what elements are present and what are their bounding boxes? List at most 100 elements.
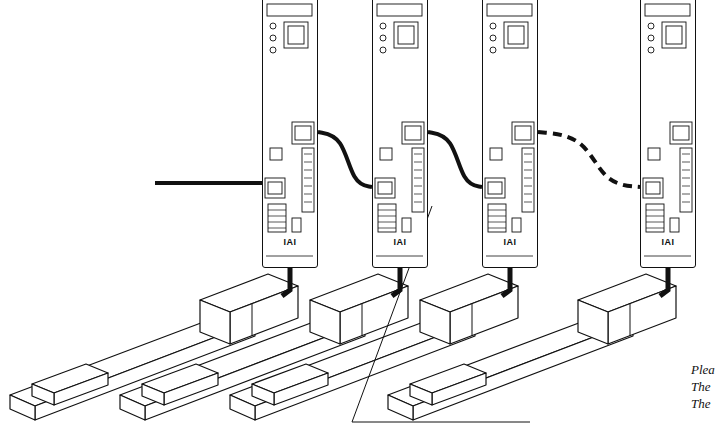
terminal [488, 222, 506, 223]
controller-part [377, 4, 422, 16]
led [648, 23, 654, 29]
led [648, 47, 654, 53]
controller-part [670, 218, 679, 232]
pin [414, 194, 422, 195]
controller-part [666, 26, 682, 44]
actuator-face [164, 373, 218, 405]
controller-part [648, 148, 660, 160]
actuator-face [388, 395, 413, 420]
actuator-face [432, 373, 486, 405]
terminal [378, 228, 396, 229]
led [490, 35, 496, 41]
pin [682, 162, 690, 163]
motor-seam [472, 303, 473, 336]
led [648, 35, 654, 41]
pin [304, 154, 312, 155]
controller-part [394, 22, 418, 48]
controller-part [488, 204, 506, 232]
controller-part [295, 126, 311, 140]
controller-box: IAI [640, 0, 696, 268]
controller-part [270, 148, 282, 160]
controller-box: IAI [372, 0, 428, 268]
controller-part [487, 4, 532, 16]
controller-part [284, 22, 308, 48]
controller-part [643, 178, 663, 198]
brand-label: IAI [391, 238, 408, 247]
led [490, 23, 496, 29]
controller-part [268, 204, 286, 232]
pin [524, 162, 532, 163]
terminal [268, 222, 286, 223]
terminal [268, 210, 286, 211]
actuator-face [420, 300, 450, 344]
pin [524, 194, 532, 195]
terminal [268, 228, 286, 229]
terminal [488, 210, 506, 211]
terminal [378, 216, 396, 217]
controller-part [398, 26, 414, 44]
controller-part [646, 204, 664, 232]
led [490, 47, 496, 53]
controller-part [375, 178, 395, 198]
led [380, 35, 386, 41]
led [270, 47, 276, 53]
controller-part [673, 126, 689, 140]
controller-part [402, 218, 411, 232]
pin [524, 186, 532, 187]
pin [682, 178, 690, 179]
actuator-face [32, 384, 54, 405]
controller-part [645, 4, 690, 16]
pin [414, 154, 422, 155]
brand-label: IAI [501, 238, 518, 247]
pin [414, 202, 422, 203]
motor-cable [282, 266, 290, 296]
terminal [378, 210, 396, 211]
controller-part [670, 122, 692, 144]
controller-part [522, 148, 534, 212]
controller-part [412, 148, 424, 212]
panel-edge [644, 256, 691, 257]
terminal [488, 228, 506, 229]
controller-part [267, 4, 312, 16]
pin [304, 202, 312, 203]
actuator-face [252, 384, 274, 405]
terminal [488, 216, 506, 217]
controller-part [405, 126, 421, 140]
controller-part [268, 182, 282, 194]
pin [682, 170, 690, 171]
actuator-face [142, 384, 164, 405]
pin [682, 202, 690, 203]
link-cable [318, 132, 372, 187]
terminal [646, 210, 664, 211]
controller-part [512, 218, 521, 232]
controller-part [302, 148, 314, 212]
controller-face [373, 0, 427, 267]
controller-part [380, 148, 392, 160]
controller-box: IAI [482, 0, 538, 268]
terminal [378, 222, 396, 223]
controller-part [504, 22, 528, 48]
actuator-face [578, 300, 608, 344]
controller-part [662, 22, 686, 48]
controller-part [378, 182, 392, 194]
actuator [120, 266, 408, 420]
motor-cable [660, 266, 668, 296]
actuator-face [310, 300, 340, 344]
pin [524, 178, 532, 179]
motor-seam [630, 303, 631, 336]
led [380, 47, 386, 53]
controller-part [288, 26, 304, 44]
actuator-face [10, 395, 35, 420]
terminal [646, 216, 664, 217]
pin [414, 170, 422, 171]
terminal [268, 216, 286, 217]
pin [304, 186, 312, 187]
controller-part [485, 178, 505, 198]
motor-seam [362, 303, 363, 336]
pin [524, 202, 532, 203]
link-cable [428, 132, 482, 187]
panel-edge [266, 256, 313, 257]
actuator-face [274, 373, 328, 405]
